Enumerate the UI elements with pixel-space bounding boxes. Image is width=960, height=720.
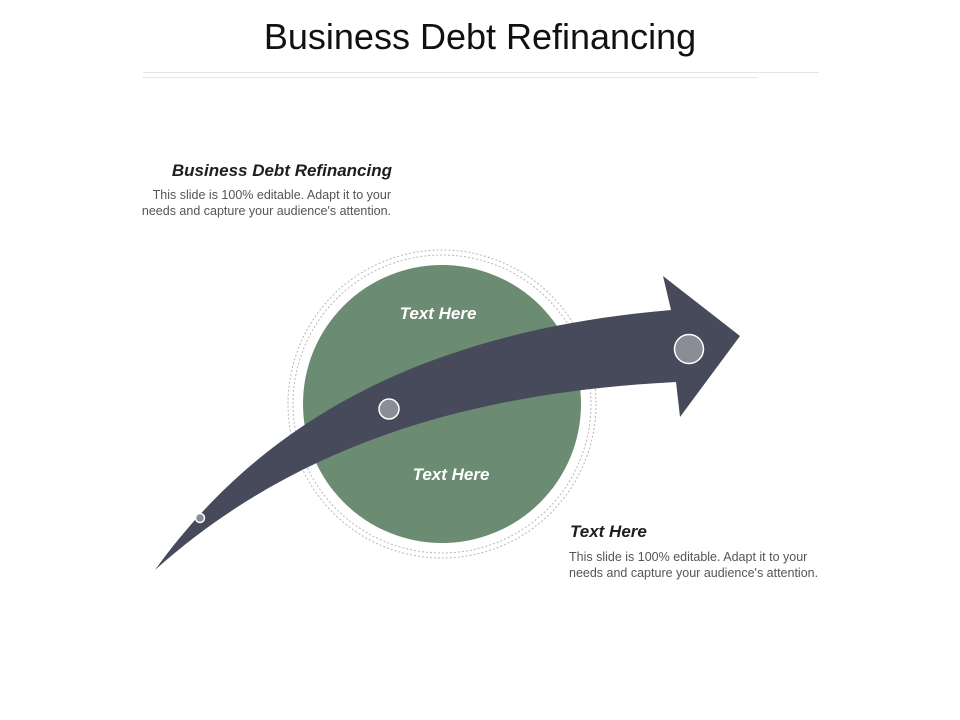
slide-title: Business Debt Refinancing [263, 16, 697, 57]
title-divider [143, 72, 819, 73]
callout-body: This slide is 100% editable. Adapt it to… [142, 187, 391, 219]
callout-heading: Text Here [570, 522, 647, 541]
callout-heading: Business Debt Refinancing [171, 161, 392, 180]
inner-ring [292, 254, 592, 554]
callout-body-line: This slide is 100% editable. Adapt it to… [569, 550, 808, 564]
arrow-marker-large [673, 333, 705, 365]
circle-top-label: Text Here [400, 304, 477, 323]
arrow-marker-medium [378, 398, 400, 420]
title-divider-secondary [143, 77, 758, 78]
circle-bottom-label: Text Here [413, 465, 490, 484]
outer-ring [287, 249, 597, 559]
arrow-marker-small [194, 512, 206, 524]
callout-body: This slide is 100% editable. Adapt it to… [569, 549, 818, 581]
callout-body-line: needs and capture your audience's attent… [569, 566, 819, 580]
growth-arrow [155, 276, 740, 570]
callout-body-line: needs and capture your audience's attent… [141, 204, 391, 218]
callout-body-line: This slide is 100% editable. Adapt it to… [152, 188, 391, 202]
